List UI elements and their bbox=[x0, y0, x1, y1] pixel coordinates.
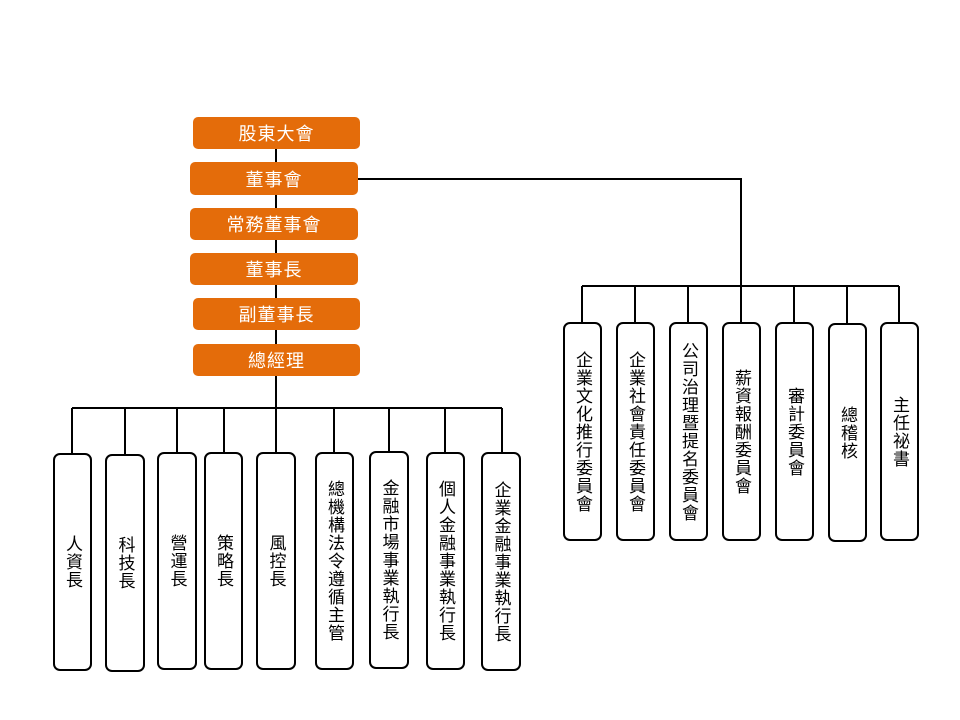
box-label: 審計委員會 bbox=[784, 386, 804, 477]
shareholders-meeting-box: 股東大會 bbox=[193, 117, 360, 149]
committee-box: 主任祕書 bbox=[880, 322, 919, 541]
executive-box: 總機構法令遵循主管 bbox=[315, 452, 354, 670]
box-label: 營運長 bbox=[166, 534, 187, 588]
box-label: 公司治理暨提名委員會 bbox=[678, 341, 698, 522]
committee-box: 審計委員會 bbox=[775, 322, 814, 541]
executive-box: 企業金融事業執行長 bbox=[481, 452, 521, 671]
board-of-directors-box: 董事會 bbox=[190, 162, 358, 195]
box-label: 董事長 bbox=[245, 260, 303, 281]
executive-board-box: 常務董事會 bbox=[190, 208, 358, 240]
executive-box: 策略長 bbox=[204, 452, 243, 670]
committee-box: 薪資報酬委員會 bbox=[722, 322, 761, 541]
box-label: 金融市場事業執行長 bbox=[378, 479, 399, 641]
committee-box: 企業文化推行委員會 bbox=[563, 322, 602, 541]
executive-box: 風控長 bbox=[256, 452, 296, 670]
box-label: 總機構法令遵循主管 bbox=[324, 480, 344, 642]
box-label: 總稽核 bbox=[837, 405, 857, 460]
box-label: 科技長 bbox=[114, 536, 135, 590]
box-label: 總經理 bbox=[248, 351, 305, 372]
committee-box: 公司治理暨提名委員會 bbox=[669, 322, 708, 541]
box-label: 副董事長 bbox=[238, 305, 315, 326]
committee-box: 企業社會責任委員會 bbox=[616, 322, 655, 541]
executive-box: 科技長 bbox=[105, 454, 145, 672]
box-label: 主任祕書 bbox=[889, 395, 909, 468]
box-label: 薪資報酬委員會 bbox=[731, 368, 751, 495]
box-label: 風控長 bbox=[265, 534, 286, 588]
executive-box: 人資長 bbox=[53, 453, 92, 671]
board-committee-line bbox=[358, 178, 742, 286]
box-label: 企業社會責任委員會 bbox=[625, 350, 645, 513]
box-label: 常務董事會 bbox=[226, 215, 322, 236]
box-label: 個人金融事業執行長 bbox=[435, 480, 455, 642]
box-label: 企業文化推行委員會 bbox=[572, 350, 592, 513]
box-label: 董事會 bbox=[245, 169, 303, 191]
vice-chairman-box: 副董事長 bbox=[193, 298, 360, 330]
executive-box: 營運長 bbox=[157, 452, 197, 670]
box-label: 股東大會 bbox=[238, 124, 315, 145]
executive-box: 個人金融事業執行長 bbox=[426, 452, 465, 670]
box-label: 人資長 bbox=[62, 535, 82, 589]
box-label: 企業金融事業執行長 bbox=[490, 480, 511, 643]
chairman-box: 董事長 bbox=[190, 253, 358, 285]
executive-box: 金融市場事業執行長 bbox=[369, 451, 409, 669]
box-label: 策略長 bbox=[213, 534, 233, 588]
committee-box: 總稽核 bbox=[828, 323, 867, 542]
general-manager-box: 總經理 bbox=[193, 344, 360, 376]
